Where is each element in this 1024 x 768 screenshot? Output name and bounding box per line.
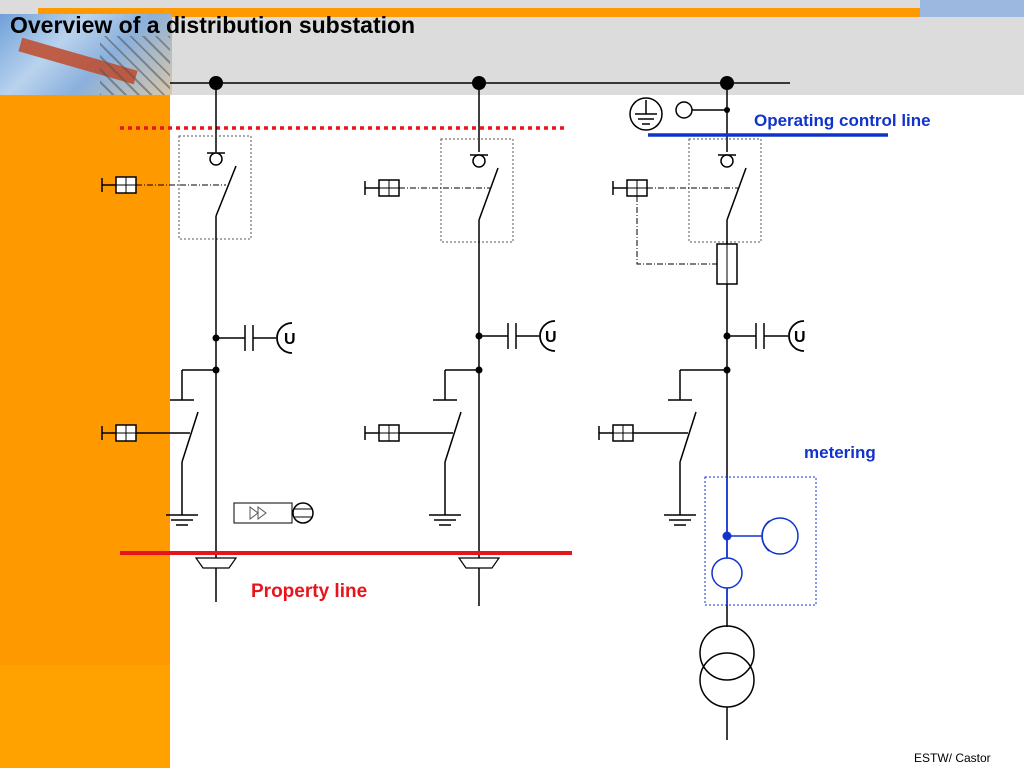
switch-enclosure: [688, 138, 762, 243]
earthing-switch: [679, 411, 697, 463]
header-blue-accent: [920, 0, 1024, 17]
left-orange-bar-bottom: [0, 665, 170, 768]
load-break-switch: [478, 167, 499, 221]
feeder-1: U: [101, 83, 296, 602]
footer-text: ESTW/ Castor: [914, 751, 991, 765]
metering-label: metering: [804, 443, 876, 462]
load-break-switch: [726, 167, 747, 221]
left-orange-bar: [0, 95, 170, 768]
operating-control-line-label: Operating control line: [754, 111, 931, 130]
switch-enclosure: [178, 135, 252, 240]
cable-termination: [457, 557, 501, 569]
switch-enclosure: [440, 138, 514, 243]
earthing-switch: [444, 411, 462, 463]
voltage-indicator-label: U: [545, 329, 557, 346]
earthing-switch: [181, 411, 199, 463]
voltage-indicator: [539, 320, 556, 352]
feeder-2: U: [364, 83, 557, 606]
header-photo-power-lines: [0, 14, 172, 96]
current-transformer: [711, 557, 743, 589]
property-line-label: Property line: [251, 581, 368, 602]
header-orange-line: [38, 8, 1005, 17]
short-circuit-indicator: [233, 502, 314, 524]
photo-tower: [100, 36, 170, 96]
cable-termination: [194, 557, 238, 569]
metering-enclosure: [704, 476, 817, 606]
load-break-switch: [215, 165, 237, 217]
voltage-indicator: [276, 322, 293, 354]
voltage-indicator-label: U: [794, 329, 806, 346]
voltage-indicator: [788, 320, 805, 352]
slide-title: Overview of a distribution substation: [10, 12, 416, 38]
feeder-3: U: [598, 83, 888, 740]
power-transformer-primary: [699, 625, 755, 681]
voltage-indicator-label: U: [284, 331, 296, 348]
